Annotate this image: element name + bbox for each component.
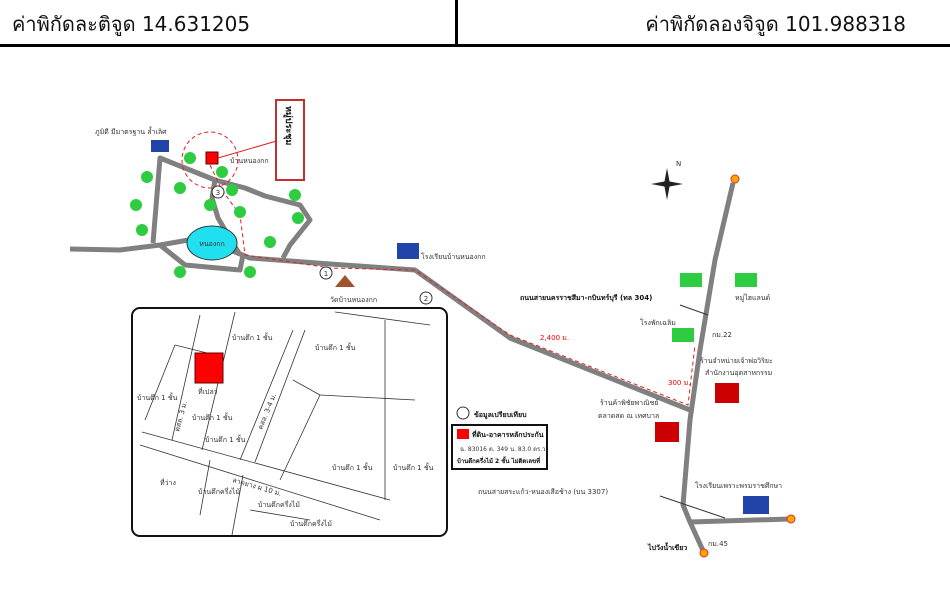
roads [69, 155, 791, 557]
trees [130, 152, 757, 342]
village-right-label: หมู่ไฮแลนด์ [735, 293, 770, 302]
comparison-icon [456, 406, 470, 420]
inset-house: บ้านตึก 1 ชั้น [192, 411, 233, 422]
collateral-label: ที่ดิน-อาคารหลักประกัน [472, 429, 544, 439]
inset-empty-lot: ที่เปล่า [198, 387, 218, 396]
callout-box [275, 99, 305, 181]
pond-label: หนองกก [199, 240, 225, 248]
building-icon [655, 422, 679, 442]
school-top-label: ภูมิดี มีมาตรฐาน ล้ำเลิศ [95, 125, 167, 136]
to-town-label: ไปวังน้ำเขียว [647, 541, 687, 552]
hospital-label: โรงพักเฉลิม [640, 318, 676, 327]
callout-label: หมู่ประชุม [283, 106, 294, 145]
callout-line [217, 139, 281, 159]
marker-2: 2 [424, 295, 428, 303]
marker-3: 3 [216, 189, 220, 197]
leader-line [679, 304, 709, 316]
shop-1-label: ร้านจำหน่ายเจ้าพ่อวิริยะ [700, 357, 773, 365]
school-label: โรงเรียนบ้านหนองกก [421, 252, 486, 261]
leader-line [659, 495, 726, 519]
village-label: บ้านหนองกก [230, 157, 269, 165]
school-flag-icon [743, 496, 769, 514]
distance-2: 300 ม. [668, 379, 690, 387]
inset-house-wood: บ้านตึกครึ่งไม้ [198, 487, 240, 496]
shop-2b-label: ตลาดสด ณ เทศบาล [598, 412, 659, 420]
compass-icon [651, 168, 683, 200]
building-icon [715, 383, 739, 403]
endpoints [699, 174, 796, 558]
school-icon [151, 140, 169, 152]
km-2-label: กม.45 [708, 540, 728, 548]
latitude-label: ค่าพิกัดละติจูด 14.631205 [12, 12, 251, 36]
shop-2-label: ร้านค้าพิชัยพาณิชย์ [600, 399, 658, 407]
divider [455, 0, 458, 44]
inset-house: บ้านตึก 1 ชั้น [393, 461, 434, 472]
comparison-label: ข้อมูลเปรียบเทียบ [474, 410, 527, 420]
inset-house: บ้านตึก 1 ชั้น [205, 433, 246, 444]
building-label: บ้านตึกครึ่งไม้ 2 ชั้น ไม่ติดเลขที่ [457, 455, 540, 465]
legend-box: ที่ดิน-อาคารหลักประกัน ฉ. 83016 ต. 349 น… [451, 424, 548, 470]
temple-label: วัดบ้านหนองกก [330, 296, 377, 304]
school-right-label: โรงเรียนเพราะพรมราชศึกษา [695, 481, 782, 490]
highway-304-label: ถนนสายนครราชสีมา-กบินทร์บุรี (ทล 304) [520, 293, 652, 302]
inset-map: บ้านตึก 1 ชั้น บ้านตึก 1 ชั้น บ้านตึก 1 … [131, 307, 448, 537]
inset-house: บ้านตึก 1 ชั้น [137, 391, 178, 402]
distance-1: 2,400 ม. [540, 334, 569, 342]
km-1-label: กม.22 [712, 331, 732, 339]
inset-house-wood: บ้านตึกครึ่งไม้ [258, 500, 300, 509]
inset-house: บ้านตึก 1 ชั้น [332, 461, 373, 472]
pond [186, 225, 238, 261]
temple-icon [335, 275, 355, 287]
inset-house-wood: บ้านตึกครึ่งไม้ [290, 519, 332, 528]
longitude-label: ค่าพิกัดลองจิจูด 101.988318 [645, 12, 906, 36]
inset-empty-lot: ที่ว่าง [160, 478, 176, 487]
road-3307-label: ถนนสายสระแก้ว-หนองเสือช้าง (บน 3307) [478, 488, 608, 496]
compass-north: N [676, 160, 681, 168]
school-flag-icon [397, 243, 419, 259]
marker-1: 1 [324, 270, 328, 278]
inset-house: บ้านตึก 1 ชั้น [315, 341, 356, 352]
shop-1b-label: สำนักงานอุตสาหกรรม [705, 369, 772, 377]
inset-house: บ้านตึก 1 ชั้น [232, 331, 273, 342]
route-markers [211, 185, 433, 305]
target-marker [205, 151, 219, 165]
coordinate-header: ค่าพิกัดละติจูด 14.631205 ค่าพิกัดลองจิจ… [0, 0, 950, 47]
deed-label: ฉ. 83016 ต. 349 น. 83.0 ตร.ว. [460, 446, 548, 453]
